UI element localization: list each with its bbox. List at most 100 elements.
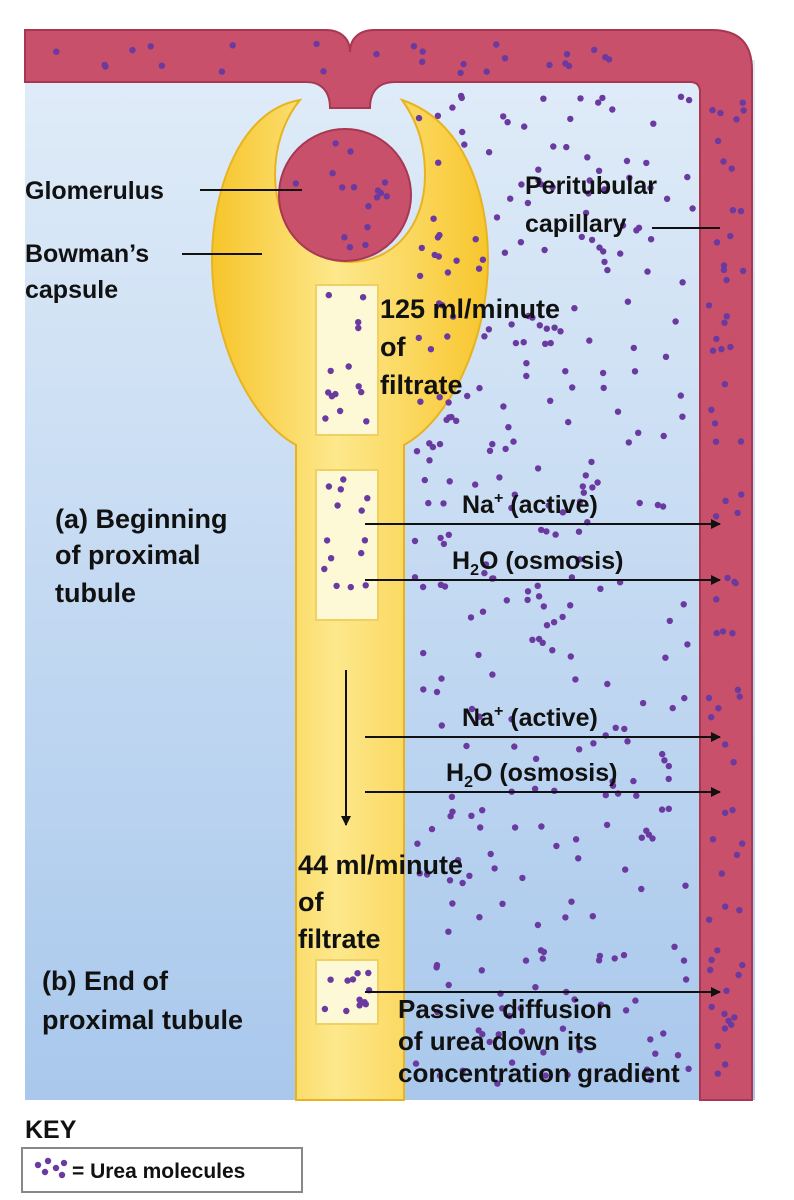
urea-dot xyxy=(448,793,456,800)
urea-dot xyxy=(672,318,679,325)
urea-dot xyxy=(729,207,737,214)
urea-dot xyxy=(327,976,334,983)
h2o-suffix: O (osmosis) xyxy=(473,759,617,787)
urea-dot xyxy=(543,528,550,535)
urea-dot xyxy=(472,481,479,488)
urea-dot xyxy=(472,236,479,243)
urea-dot xyxy=(321,1005,329,1013)
urea-dot xyxy=(426,440,433,447)
urea-dot xyxy=(643,159,650,167)
urea-dot xyxy=(730,759,737,766)
urea-dot xyxy=(420,686,427,693)
urea-dot xyxy=(416,272,424,280)
urea-dot xyxy=(563,143,570,151)
urea-dot xyxy=(586,177,593,184)
urea-dot xyxy=(722,1061,729,1068)
urea-dot xyxy=(659,750,666,758)
na-charge: + xyxy=(494,703,503,720)
urea-dot xyxy=(511,824,519,831)
urea-dot xyxy=(567,653,574,660)
urea-dot xyxy=(438,302,446,309)
urea-dot xyxy=(434,112,442,120)
urea-dot xyxy=(708,956,715,964)
urea-dot xyxy=(102,63,109,70)
urea-dot xyxy=(595,167,603,174)
key-entry: = Urea molecules xyxy=(72,1160,245,1183)
urea-dot xyxy=(728,165,735,172)
urea-dot xyxy=(506,1012,513,1020)
urea-dot xyxy=(349,976,357,983)
h2o-subscript: 2 xyxy=(464,774,473,791)
urea-dot xyxy=(53,48,60,55)
urea-dot xyxy=(534,921,542,929)
urea-dot xyxy=(712,438,720,445)
label-filtrate-end-3: filtrate xyxy=(298,924,381,954)
urea-dot xyxy=(356,1002,363,1009)
urea-dot xyxy=(359,294,367,301)
urea-dot xyxy=(718,345,725,353)
urea-dot xyxy=(734,686,742,693)
urea-dot xyxy=(440,500,447,507)
urea-dot xyxy=(729,806,736,814)
urea-dot xyxy=(411,537,419,545)
urea-dot xyxy=(479,608,487,615)
urea-dot xyxy=(494,1080,501,1087)
urea-dot xyxy=(639,699,647,707)
urea-dot xyxy=(373,50,380,58)
urea-dot xyxy=(737,438,745,445)
urea-dot xyxy=(323,537,331,544)
urea-dot xyxy=(434,234,442,241)
urea-dot xyxy=(705,302,713,309)
urea-dot xyxy=(466,872,473,879)
urea-dot xyxy=(635,224,643,231)
urea-molecules xyxy=(53,40,747,1087)
h2o-subscript: 2 xyxy=(470,562,479,579)
urea-dot xyxy=(437,534,444,542)
label-end-1: (b) End of xyxy=(42,966,169,996)
urea-dot xyxy=(733,116,740,123)
urea-dot xyxy=(584,154,591,161)
urea-dot xyxy=(347,148,354,155)
urea-dot xyxy=(557,328,564,335)
urea-dot xyxy=(549,184,556,191)
label-beginning-1: (a) Beginning xyxy=(55,504,227,534)
urea-dot xyxy=(414,840,421,847)
urea-dot xyxy=(332,140,339,147)
urea-dot xyxy=(499,1005,506,1012)
urea-dot xyxy=(350,184,358,191)
urea-dot xyxy=(519,874,526,882)
urea-dot xyxy=(358,549,365,557)
urea-dot xyxy=(551,787,558,794)
urea-dot xyxy=(612,724,619,731)
urea-dot xyxy=(485,149,493,156)
urea-dot xyxy=(449,808,456,815)
na-symbol: Na xyxy=(462,491,495,519)
urea-dot xyxy=(562,368,569,375)
urea-dot xyxy=(590,740,597,747)
label-filtrate-start-2: of xyxy=(380,332,406,362)
urea-dot xyxy=(500,113,507,120)
filtrate-box-beginning xyxy=(315,469,379,621)
urea-dot xyxy=(685,96,693,104)
urea-dot xyxy=(582,472,589,479)
urea-dot xyxy=(709,836,717,843)
urea-dot xyxy=(559,509,567,516)
urea-dot xyxy=(619,222,627,229)
na-suffix: (active) xyxy=(503,491,597,519)
urea-dot xyxy=(684,641,691,648)
urea-dot xyxy=(535,177,542,184)
urea-dot xyxy=(588,458,595,466)
urea-dot xyxy=(476,384,483,392)
urea-dot xyxy=(476,914,483,921)
urea-dot xyxy=(536,322,543,329)
urea-dot xyxy=(477,824,484,831)
urea-dot xyxy=(483,68,490,75)
glomerulus xyxy=(278,128,412,262)
urea-dot xyxy=(563,51,571,58)
filtrate-box-start xyxy=(315,284,379,436)
urea-dot xyxy=(609,778,616,785)
label-h2o-a: H2O (osmosis) xyxy=(452,547,623,579)
label-diffusion-2: of urea down its xyxy=(398,1026,597,1056)
urea-dot xyxy=(448,413,455,421)
urea-dot xyxy=(500,403,507,410)
